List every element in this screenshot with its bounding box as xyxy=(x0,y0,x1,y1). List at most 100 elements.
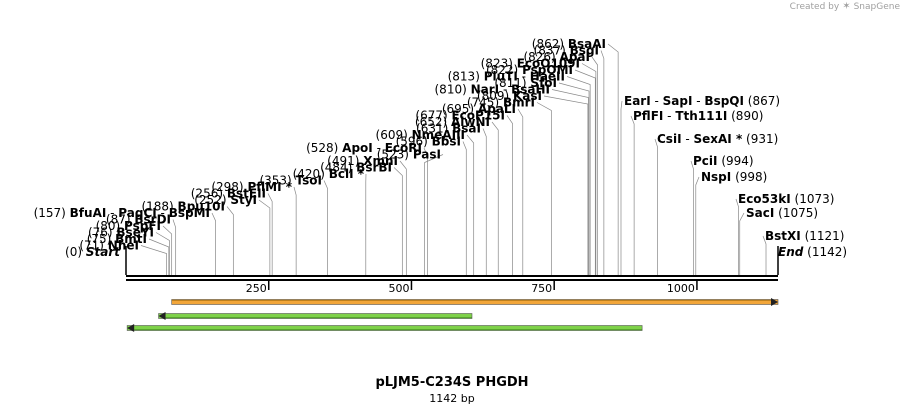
site-position: (823) xyxy=(481,57,517,71)
site-connector-15 xyxy=(424,154,444,275)
site-connector-11 xyxy=(323,180,328,275)
site-name: StyI xyxy=(230,193,257,207)
green-feature-1 xyxy=(158,312,473,320)
site-connector-2 xyxy=(148,238,170,275)
site-name: Eco53kI xyxy=(738,192,791,206)
site-name: PspFI xyxy=(124,219,161,233)
site-label-apai: (826) ApaI xyxy=(523,50,590,64)
site-position: (811) xyxy=(494,76,530,90)
site-position: (1075) xyxy=(774,206,818,220)
site-position: (695) xyxy=(442,102,478,116)
site-name: BsaI xyxy=(452,122,481,136)
site-connector-10 xyxy=(293,186,297,275)
site-name: Tth111I xyxy=(675,109,727,123)
site-label-bcli-: (420) BclI * xyxy=(293,167,365,181)
scale-tick-label-3: 1000 xyxy=(667,282,695,295)
site-label-pspomi: (822) PspOMI xyxy=(486,63,573,77)
plasmid-title: pLJM5-C234S PHGDH xyxy=(375,375,529,390)
site-position: (810) xyxy=(435,83,471,97)
site-name: BseYI xyxy=(116,226,154,240)
site-position: (87) xyxy=(106,213,134,227)
site-label-apali: (695) ApaLI xyxy=(442,102,516,116)
site-position: (491) xyxy=(327,154,363,168)
scale-tick-label-1: 500 xyxy=(388,282,409,295)
site-position: (596) xyxy=(396,135,432,149)
site-position: (998) xyxy=(731,170,767,184)
site-connectors xyxy=(125,43,779,275)
site-name: SacI xyxy=(746,206,774,220)
orange-feature-shade xyxy=(171,299,771,301)
scale-tick-label-0: 250 xyxy=(246,282,267,295)
site-connector-r0 xyxy=(620,100,623,275)
site-position: (528) xyxy=(306,141,342,155)
site-position: (188) xyxy=(141,200,177,214)
site-label-eari: EarI - SapI - BspQI (867) xyxy=(624,94,780,108)
site-connector-32 xyxy=(607,43,619,275)
site-position: (80) xyxy=(96,219,124,233)
site-label-pspfi: (80) PspFI xyxy=(96,219,161,233)
site-name: PaqCI xyxy=(118,206,156,220)
site-connector-r1 xyxy=(630,115,635,275)
site-label-csii: CsiI - SexAI * (931) xyxy=(657,132,778,146)
site-position: (298) xyxy=(211,180,247,194)
site-labels: (0) Start(71) NheI(75) BmtI(76) BseYI(80… xyxy=(34,37,848,259)
site-separator: - xyxy=(499,83,511,97)
site-position: (631) xyxy=(416,122,452,136)
site-label-bfuai: (157) BfuAI - PaqCI - BspMI xyxy=(34,206,210,220)
site-name: BstXI xyxy=(765,229,801,243)
site-position: (867) xyxy=(744,94,780,108)
site-name: BsaAI xyxy=(568,37,606,51)
site-connector-6 xyxy=(211,212,216,275)
site-name: PflFI xyxy=(633,109,663,123)
site-connector-1 xyxy=(140,245,167,275)
site-name: PciI xyxy=(693,154,718,168)
site-position: (652) xyxy=(415,115,451,129)
site-position: (75) xyxy=(87,232,115,246)
site-separator: - xyxy=(157,206,169,220)
green-feature-2-arrowhead xyxy=(127,324,135,332)
site-name: NarI xyxy=(471,83,500,97)
site-connector-24 xyxy=(543,95,589,275)
site-connector-21 xyxy=(506,115,513,275)
green-feature-1-arrowhead xyxy=(158,312,166,320)
site-label-bpu10i: (188) Bpu10I xyxy=(141,200,225,214)
site-label-end: End (1142) xyxy=(778,245,847,259)
site-name: HaeII xyxy=(530,70,565,84)
site-separator: - xyxy=(692,94,704,108)
created-by-text: Created by xyxy=(789,1,840,12)
site-name: PasI xyxy=(413,148,441,162)
site-name: EcoP15I xyxy=(451,109,505,123)
snapgene-credit: Created by ✶ SnapGene xyxy=(790,1,900,12)
site-name: BspMI xyxy=(169,206,210,220)
site-position: (0) xyxy=(65,245,86,259)
site-position: (256) xyxy=(191,187,227,201)
site-separator: - xyxy=(663,109,675,123)
site-connector-7 xyxy=(226,206,234,275)
site-position: (931) xyxy=(742,132,778,146)
site-label-start: (0) Start xyxy=(65,245,121,259)
site-label-bsai: (631) BsaI xyxy=(416,122,481,136)
site-name: SapI xyxy=(663,94,693,108)
site-name: BfuAI xyxy=(70,206,107,220)
site-connector-16 xyxy=(423,147,428,275)
site-separator: - xyxy=(651,94,663,108)
site-name: ApaLI xyxy=(478,102,516,116)
site-position: (609) xyxy=(376,128,412,142)
site-position: (71) xyxy=(79,239,107,253)
site-name: BsaHI xyxy=(511,83,550,97)
site-position: (76) xyxy=(88,226,116,240)
site-position: (1142) xyxy=(803,245,847,259)
site-name: XmnI xyxy=(363,154,398,168)
site-position: (677) xyxy=(415,109,451,123)
site-label-nhei: (71) NheI xyxy=(79,239,139,253)
site-position: (523) xyxy=(377,148,413,162)
site-name: SexAI * xyxy=(694,132,743,146)
site-name: EcoO109I xyxy=(517,57,580,71)
site-position: (809) xyxy=(477,89,513,103)
site-name: EarI xyxy=(624,94,651,108)
site-connector-28 xyxy=(574,69,596,275)
site-name: BmtI xyxy=(115,232,147,246)
site-label-kasi: (809) KasI xyxy=(477,89,542,103)
